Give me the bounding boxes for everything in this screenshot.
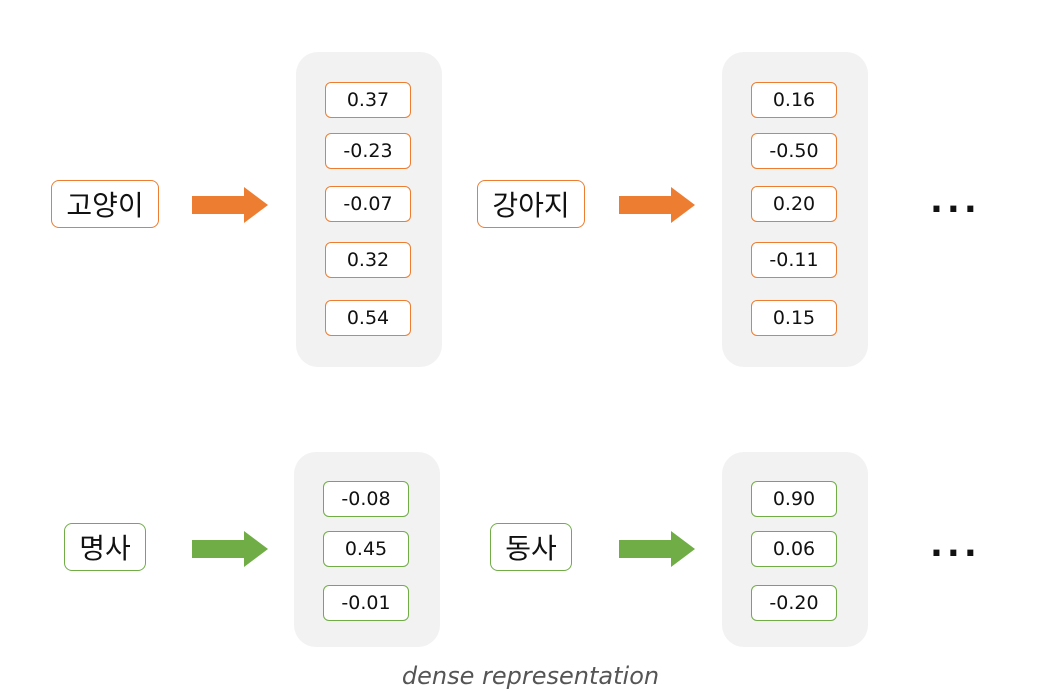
arrow-right-icon — [619, 187, 695, 223]
caption: dense representation — [401, 662, 660, 690]
vector-value: 0.20 — [751, 186, 837, 222]
vector-value: 0.32 — [325, 242, 411, 278]
vector-value: 0.54 — [325, 300, 411, 336]
vector-panel-cat: 0.37 -0.23 -0.07 0.32 0.54 — [296, 52, 442, 367]
vector-value: -0.20 — [751, 585, 837, 621]
vector-value: 0.45 — [323, 531, 409, 567]
vector-value: -0.01 — [323, 585, 409, 621]
vector-value: -0.07 — [325, 186, 411, 222]
vector-value: 0.37 — [325, 82, 411, 118]
word-cat: 고양이 — [51, 180, 159, 228]
vector-value: -0.23 — [325, 133, 411, 169]
vector-value: -0.50 — [751, 133, 837, 169]
vector-value: 0.06 — [751, 531, 837, 567]
vector-value: 0.90 — [751, 481, 837, 517]
vector-panel-noun: -0.08 0.45 -0.01 — [294, 452, 440, 647]
vector-value: -0.08 — [323, 481, 409, 517]
vector-panel-dog: 0.16 -0.50 0.20 -0.11 0.15 — [722, 52, 868, 367]
ellipsis: ... — [930, 525, 981, 565]
vector-value: 0.15 — [751, 300, 837, 336]
word-noun: 명사 — [64, 523, 146, 571]
arrow-right-icon — [619, 531, 695, 567]
arrow-right-icon — [192, 531, 268, 567]
vector-panel-verb: 0.90 0.06 -0.20 — [722, 452, 868, 647]
arrow-right-icon — [192, 187, 268, 223]
vector-value: -0.11 — [751, 242, 837, 278]
word-dog: 강아지 — [477, 180, 585, 228]
word-verb: 동사 — [490, 523, 572, 571]
ellipsis: ... — [930, 181, 981, 221]
vector-value: 0.16 — [751, 82, 837, 118]
